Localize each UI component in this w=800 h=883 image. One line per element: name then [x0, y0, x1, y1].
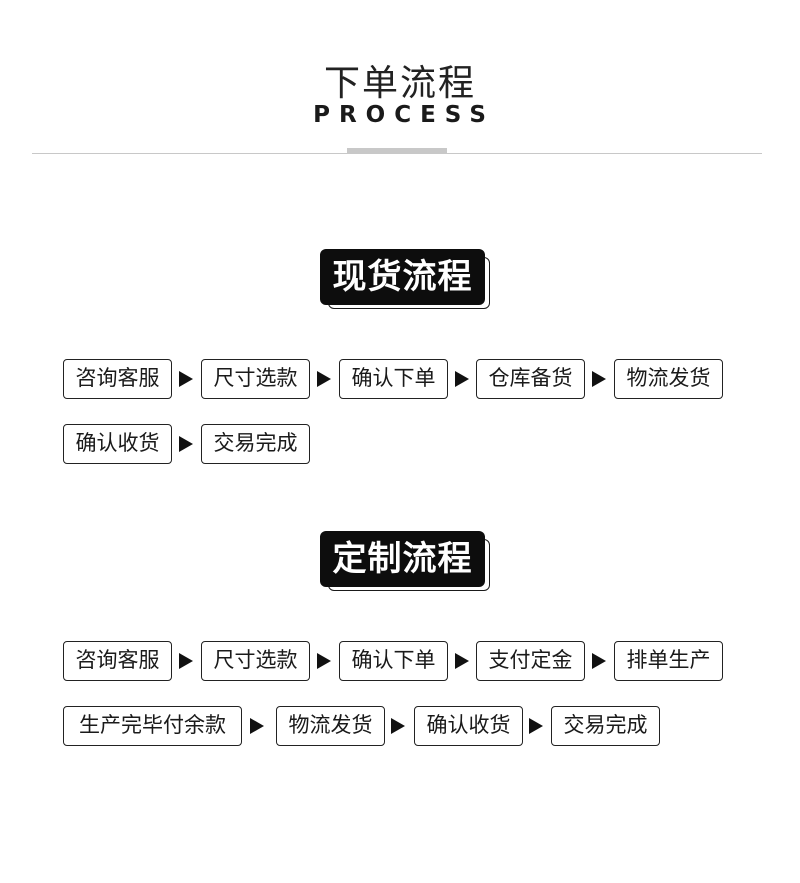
- custom-step-3: 确认下单: [339, 641, 448, 681]
- custom-step-1: 咨询客服: [63, 641, 172, 681]
- stock-step-4: 仓库备货: [476, 359, 585, 399]
- stock-step-6: 确认收货: [63, 424, 172, 464]
- triangle-right-icon: [317, 371, 331, 387]
- triangle-right-icon: [179, 653, 193, 669]
- custom-step-8: 确认收货: [414, 706, 523, 746]
- custom-step-2: 尺寸选款: [201, 641, 310, 681]
- custom-flow-badge: 定制流程: [320, 531, 492, 593]
- triangle-right-icon: [179, 436, 193, 452]
- triangle-right-icon: [455, 371, 469, 387]
- custom-step-7: 物流发货: [276, 706, 385, 746]
- stock-step-3: 确认下单: [339, 359, 448, 399]
- triangle-right-icon: [179, 371, 193, 387]
- triangle-right-icon: [529, 718, 543, 734]
- triangle-right-icon: [250, 718, 264, 734]
- page-subtitle: PROCESS: [313, 102, 495, 128]
- custom-step-6: 生产完毕付余款: [63, 706, 242, 746]
- custom-step-9: 交易完成: [551, 706, 660, 746]
- custom-step-5: 排单生产: [614, 641, 723, 681]
- triangle-right-icon: [317, 653, 331, 669]
- stock-step-7: 交易完成: [201, 424, 310, 464]
- triangle-right-icon: [592, 371, 606, 387]
- custom-step-4: 支付定金: [476, 641, 585, 681]
- stock-step-5: 物流发货: [614, 359, 723, 399]
- section-title: 现货流程: [320, 249, 485, 305]
- section-title: 定制流程: [320, 531, 485, 587]
- stock-flow-badge: 现货流程: [320, 249, 492, 311]
- header-divider-accent: [347, 148, 447, 154]
- page-title: 下单流程: [323, 63, 476, 104]
- triangle-right-icon: [455, 653, 469, 669]
- triangle-right-icon: [391, 718, 405, 734]
- stock-step-1: 咨询客服: [63, 359, 172, 399]
- stock-step-2: 尺寸选款: [201, 359, 310, 399]
- process-header: 下单流程 PROCESS: [0, 0, 800, 160]
- triangle-right-icon: [592, 653, 606, 669]
